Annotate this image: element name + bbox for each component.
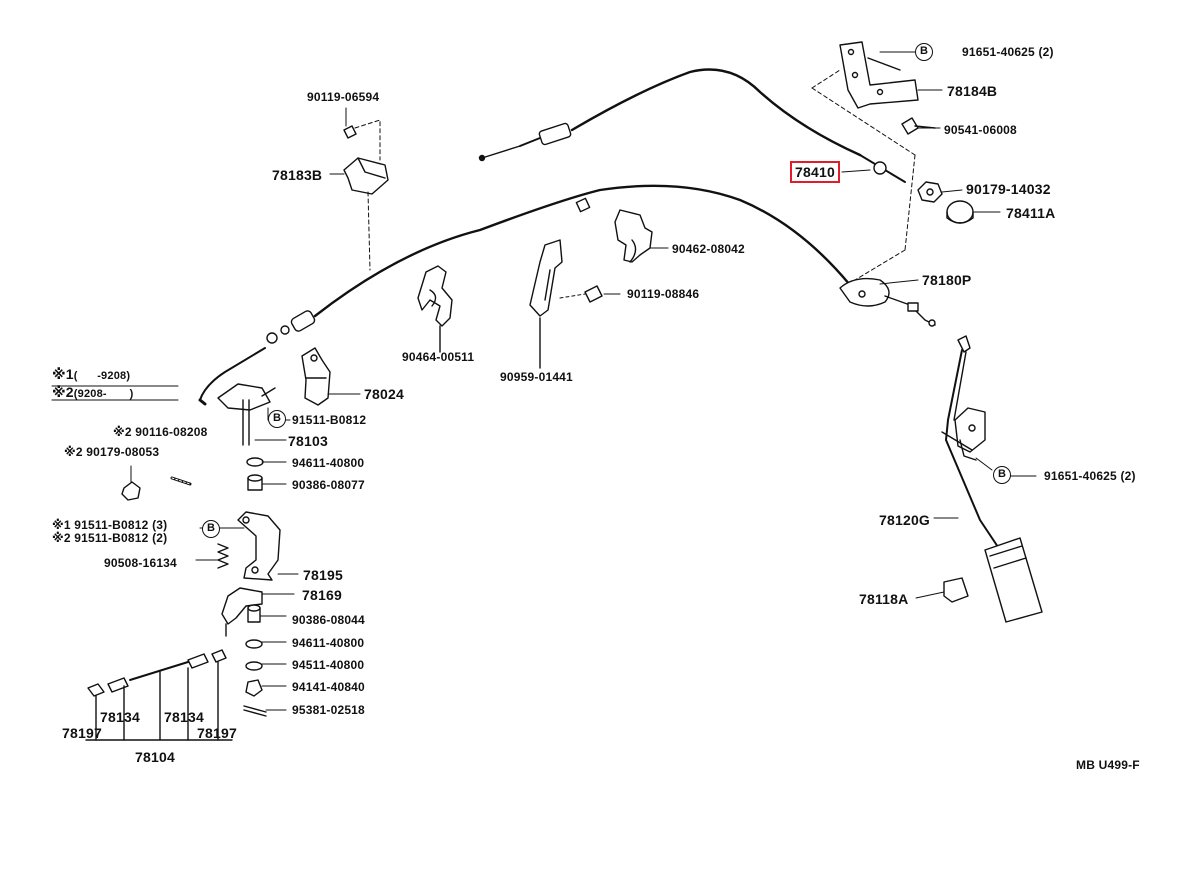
part-label-91511-b[interactable]: 91511-B0812 bbox=[292, 413, 367, 427]
part-label-78169[interactable]: 78169 bbox=[302, 587, 342, 603]
part-label-78024[interactable]: 78024 bbox=[364, 386, 404, 402]
badge-b-icon: B bbox=[268, 410, 286, 428]
part-label-90541[interactable]: 90541-06008 bbox=[944, 123, 1017, 137]
legend-row2-mark: ※2 bbox=[52, 384, 74, 400]
nut-94141 bbox=[245, 679, 263, 697]
stud-90116 bbox=[170, 476, 192, 486]
clamp-90464 bbox=[417, 265, 453, 353]
nut-90179-08053 bbox=[121, 465, 141, 501]
part-label-90508[interactable]: 90508-16134 bbox=[104, 556, 177, 570]
part-label-78103[interactable]: 78103 bbox=[288, 433, 328, 449]
badge-b-icon: B bbox=[993, 466, 1011, 484]
part-label-94611-b[interactable]: 94611-40800 bbox=[292, 636, 365, 650]
throttle-cable-upper bbox=[478, 68, 906, 183]
part-label-91651-top[interactable]: 91651-40625 (2) bbox=[962, 45, 1054, 59]
part-label-90116[interactable]: ※2 90116-08208 bbox=[113, 425, 208, 439]
bracket-78024 bbox=[301, 347, 331, 406]
part-label-90386-08044[interactable]: 90386-08044 bbox=[292, 613, 365, 627]
lever-78103 bbox=[217, 383, 276, 446]
part-label-91511-r2[interactable]: ※2 91511-B0812 (2) bbox=[52, 531, 168, 545]
part-label-90386-08077[interactable]: 90386-08077 bbox=[292, 478, 365, 492]
part-label-94511[interactable]: 94511-40800 bbox=[292, 658, 365, 672]
stopper-78118A bbox=[943, 577, 969, 603]
part-label-78195[interactable]: 78195 bbox=[303, 567, 343, 583]
part-label-90179-08053[interactable]: ※2 90179-08053 bbox=[64, 445, 160, 459]
part-label-78411A[interactable]: 78411A bbox=[1006, 205, 1056, 221]
part-label-90119-08846[interactable]: 90119-08846 bbox=[627, 287, 700, 301]
stay-90959 bbox=[529, 239, 563, 369]
bushing-90386-08077 bbox=[247, 474, 263, 491]
clip-90462 bbox=[614, 209, 653, 263]
nut-90179-14032 bbox=[917, 181, 943, 203]
bolt-90541 bbox=[901, 117, 936, 135]
legend-row1-mark: ※1 bbox=[52, 366, 74, 382]
bushing-90386-08044 bbox=[247, 604, 261, 623]
part-label-94141[interactable]: 94141-40840 bbox=[292, 680, 365, 694]
part-label-78180P[interactable]: 78180P bbox=[922, 272, 972, 288]
accelerator-pedal bbox=[941, 335, 1043, 623]
part-label-94611-a[interactable]: 94611-40800 bbox=[292, 456, 365, 470]
bolt-90119-08846 bbox=[559, 285, 603, 303]
badge-b-icon: B bbox=[202, 520, 220, 538]
bracket-78195 bbox=[237, 511, 281, 581]
legend-row1: ※1( -9208) bbox=[52, 366, 130, 384]
part-label-78118A[interactable]: 78118A bbox=[859, 591, 909, 607]
legend-row2: ※2(9208- ) bbox=[52, 384, 133, 402]
part-label-90179-14032[interactable]: 90179-14032 bbox=[966, 181, 1051, 197]
part-label-91651-right[interactable]: 91651-40625 (2) bbox=[1044, 469, 1136, 483]
cable-end-78180P bbox=[839, 277, 936, 327]
part-label-78184B[interactable]: 78184B bbox=[947, 83, 998, 99]
pin-95381 bbox=[243, 705, 267, 717]
part-label-90462[interactable]: 90462-08042 bbox=[672, 242, 745, 256]
bracket-78184B bbox=[811, 41, 919, 281]
legend-row1-range: ( -9208) bbox=[73, 370, 131, 382]
grommet-78411A bbox=[946, 200, 974, 224]
part-label-78134-a[interactable]: 78134 bbox=[100, 709, 140, 725]
rod-78104 bbox=[85, 649, 233, 741]
spring-90508 bbox=[217, 543, 229, 569]
part-label-78410[interactable]: 78410 bbox=[790, 161, 840, 183]
part-label-78197-b[interactable]: 78197 bbox=[197, 725, 237, 741]
diagram-code: MB U499-F bbox=[1076, 758, 1140, 772]
leader-lines bbox=[51, 51, 1037, 711]
clip-78183B bbox=[343, 119, 389, 271]
part-label-78120G[interactable]: 78120G bbox=[879, 512, 931, 528]
washer-94611-a bbox=[246, 457, 264, 467]
washer-94611-b bbox=[245, 639, 263, 649]
legend-row2-range: (9208- ) bbox=[73, 388, 134, 400]
part-label-78197-a[interactable]: 78197 bbox=[62, 725, 102, 741]
lever-78169 bbox=[221, 587, 263, 637]
part-label-90119-06594[interactable]: 90119-06594 bbox=[307, 90, 380, 104]
washer-94511 bbox=[245, 661, 263, 671]
part-label-90464[interactable]: 90464-00511 bbox=[402, 350, 475, 364]
part-label-95381[interactable]: 95381-02518 bbox=[292, 703, 365, 717]
part-label-78134-b[interactable]: 78134 bbox=[164, 709, 204, 725]
part-label-91511-r1[interactable]: ※1 91511-B0812 (3) bbox=[52, 518, 168, 532]
badge-b-icon: B bbox=[915, 43, 933, 61]
part-label-90959[interactable]: 90959-01441 bbox=[500, 370, 573, 384]
part-label-78104[interactable]: 78104 bbox=[135, 749, 175, 765]
part-label-78183B[interactable]: 78183B bbox=[272, 167, 323, 183]
